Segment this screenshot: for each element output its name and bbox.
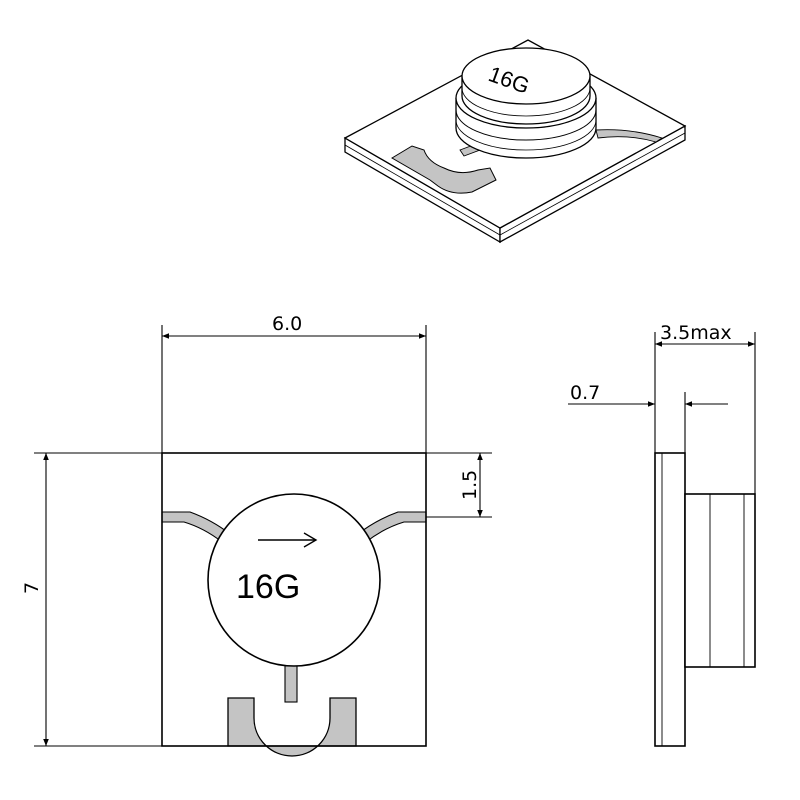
dim-pad-offset bbox=[426, 452, 492, 518]
iso-pad-trace-right bbox=[595, 129, 664, 143]
front-marking-text: 16G bbox=[236, 568, 300, 606]
front-view bbox=[161, 452, 427, 757]
dim-max-height bbox=[654, 332, 756, 494]
side-cap bbox=[684, 493, 756, 668]
dim-pad-offset-label: 1.5 bbox=[459, 470, 481, 500]
iso-cap-top bbox=[461, 47, 591, 105]
front-cap-circle bbox=[207, 493, 381, 667]
isometric-view bbox=[343, 39, 687, 244]
dim-max-height-label: 3.5max bbox=[660, 322, 732, 344]
dim-width-label: 6.0 bbox=[272, 313, 302, 335]
dim-base-thickness bbox=[568, 392, 728, 453]
dim-base-thickness-label: 0.7 bbox=[570, 382, 600, 404]
side-base bbox=[654, 452, 686, 747]
dim-height bbox=[34, 452, 162, 747]
iso-pad-front bbox=[391, 145, 497, 194]
front-bottom-pad bbox=[227, 697, 357, 757]
dim-width bbox=[161, 325, 427, 453]
dim-height-label: 7 bbox=[21, 582, 43, 594]
front-body-outline bbox=[161, 452, 427, 747]
side-view bbox=[654, 452, 756, 747]
